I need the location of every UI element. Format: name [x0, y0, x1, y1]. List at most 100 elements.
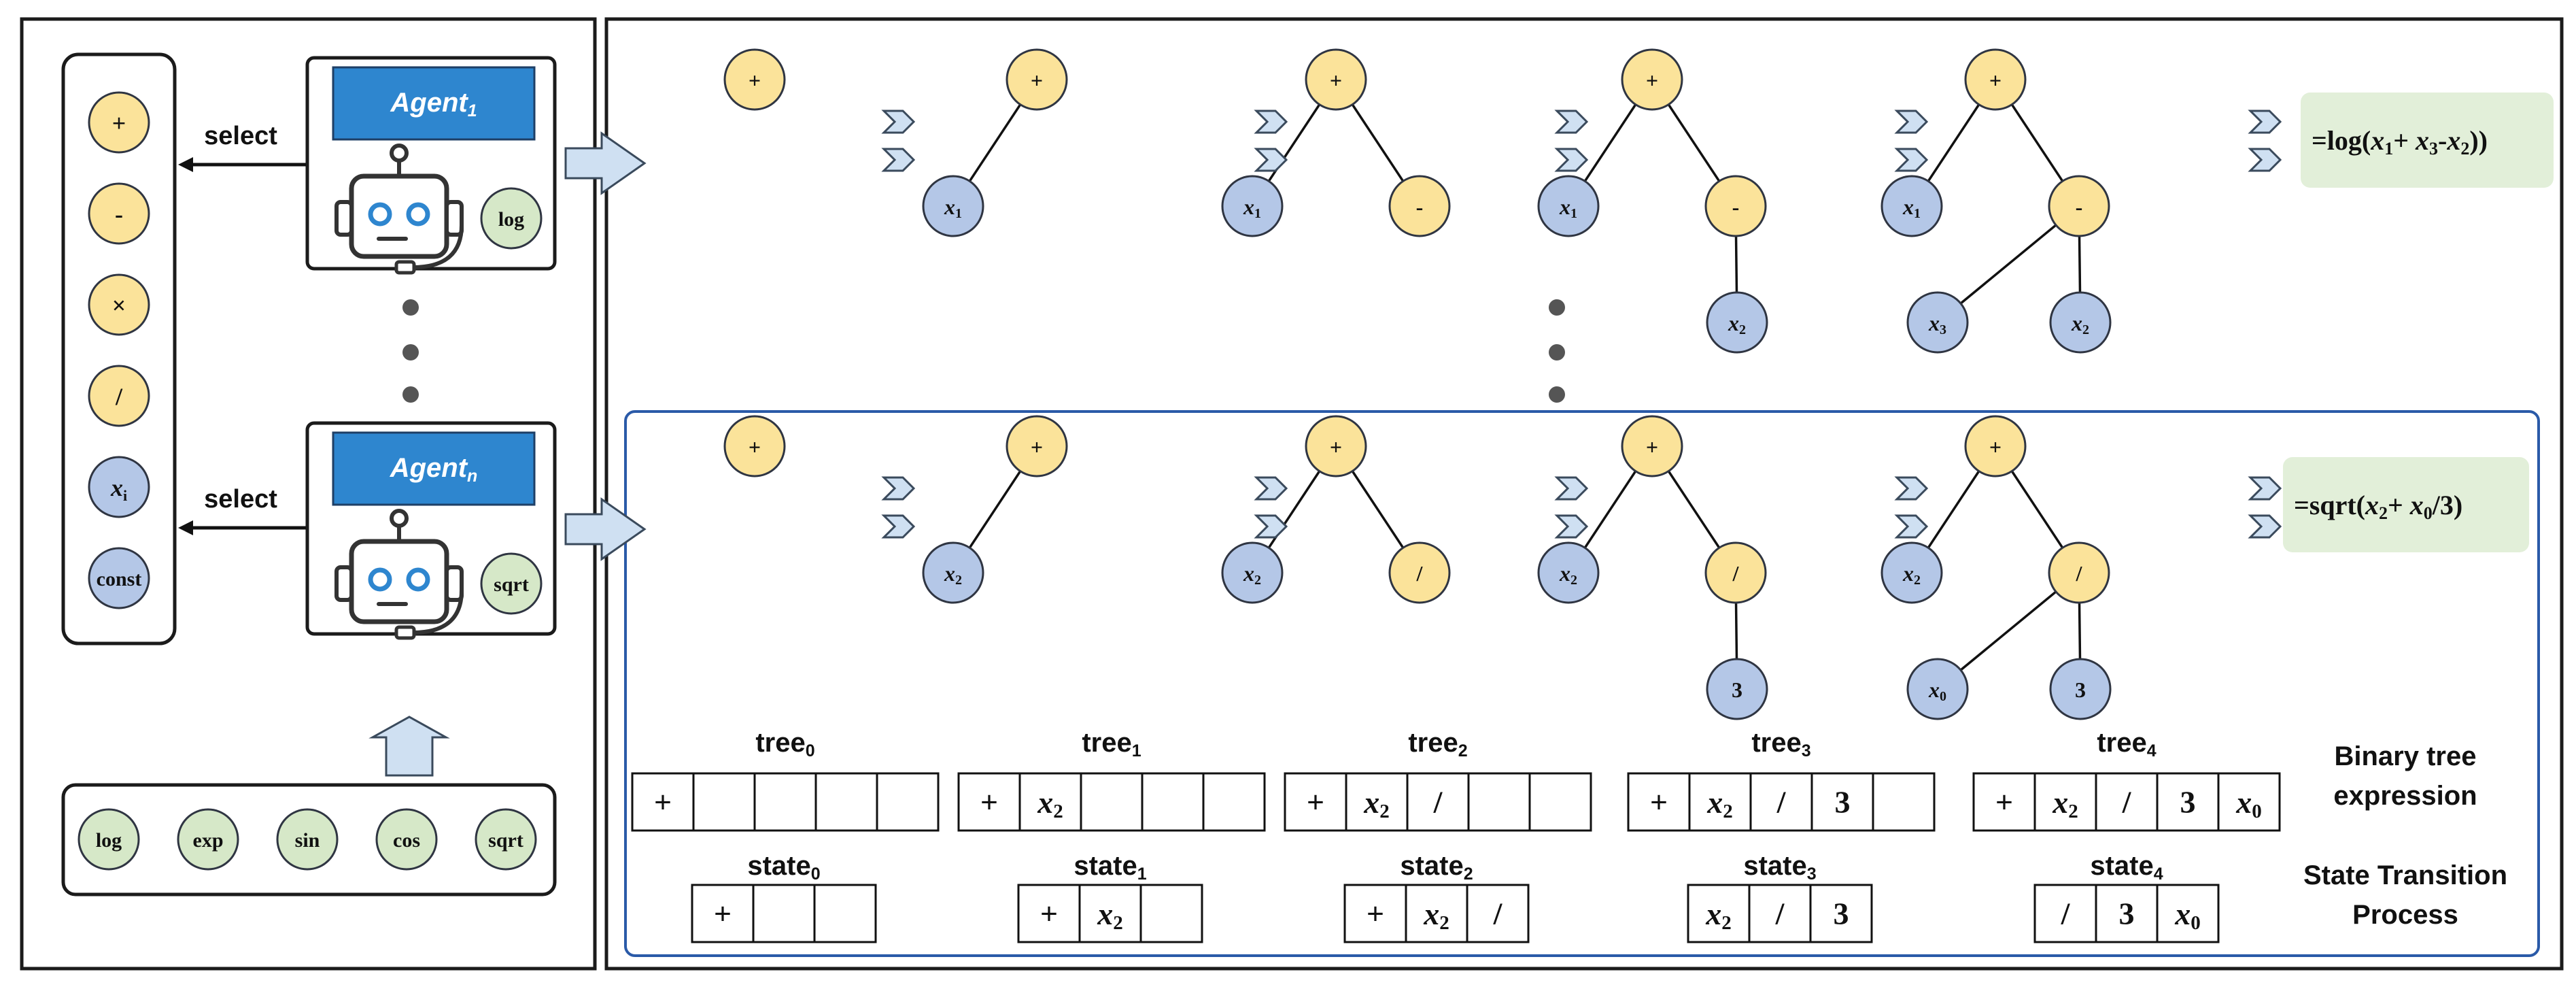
- tree-node-0-0-a: +: [723, 48, 786, 111]
- tree-node-0-2-c-circle: [1388, 175, 1451, 237]
- step-chevron-1-4-b: [2248, 514, 2282, 539]
- tree-node-1-4-c-label-main: /: [2076, 561, 2083, 586]
- tree-node-1-1-a-circle: [1006, 415, 1068, 477]
- tree-label-2-sub: 2: [1458, 741, 1468, 760]
- tree-cell-value-3-2: /: [1776, 785, 1787, 820]
- agent-function-1: sqrt: [480, 552, 543, 615]
- result-expression-token: )): [2469, 125, 2488, 156]
- tree-node-1-4-c-label: /: [2076, 561, 2083, 586]
- agent-title-0: Agent1: [390, 88, 477, 120]
- tree-node-0-1-b: x1: [922, 175, 984, 237]
- step-chevron-1-1-a: [1254, 476, 1288, 501]
- result-expression-token: 3: [2429, 139, 2438, 158]
- tree-node-1-2-a-label-main: +: [1330, 435, 1342, 459]
- robot-icon-1-eye-left: [368, 567, 392, 592]
- tree-node-1-3-b-label-sub: 2: [1570, 573, 1577, 588]
- tree-node-0-2-c-label: -: [1416, 195, 1424, 219]
- tree-node-1-4-d-label-sub: 0: [1940, 689, 1946, 704]
- tree-label-4: tree4: [2097, 728, 2156, 760]
- up-arrow: [368, 716, 450, 777]
- result-expression-token: 2: [2460, 139, 2469, 158]
- tree-node-1-4-a: +: [1964, 415, 2027, 477]
- state-label-1: state1: [1074, 851, 1146, 884]
- state-label-0-main: state: [747, 851, 810, 881]
- state-cell-value-1-1-sub: 2: [1113, 912, 1123, 934]
- tree-node-1-1-b-circle: [922, 541, 984, 604]
- binary-tree-expression-label-line-0: Binary tree: [2335, 741, 2477, 771]
- tree-cell-value-2-1: x2: [1363, 785, 1390, 823]
- state-label-2-main: state: [1400, 851, 1463, 881]
- state-cell-value-3-0: x2: [1705, 896, 1732, 935]
- state-cell-value-1-1: x2: [1097, 896, 1123, 935]
- tree-node-1-1-a-label-main: +: [1031, 435, 1043, 459]
- result-expression-token: 2: [2379, 503, 2388, 523]
- tree-node-1-4-b-label: x2: [1902, 561, 1921, 588]
- agent-function-1-label: sqrt: [494, 573, 529, 596]
- result-expression-token: 1: [2384, 139, 2393, 158]
- tree-cell-4-2: [2095, 772, 2159, 832]
- operator-node-3-circle: [88, 365, 150, 427]
- tree-node-0-0-a-label-main: +: [749, 68, 761, 93]
- result-expression-token: x: [2409, 490, 2424, 520]
- operator-node-1-circle: [88, 182, 150, 245]
- tree-node-0-2-a-label-main: +: [1330, 68, 1342, 93]
- tree-node-1-4-e-circle: [2049, 658, 2112, 720]
- result-expression-token: =log(: [2312, 125, 2371, 156]
- tree-cell-1-4: [1202, 772, 1266, 832]
- step-chevron-1-2-a: [1554, 476, 1589, 501]
- operator-node-4: xi: [88, 456, 150, 518]
- tree-node-1-2-c-label-main: /: [1416, 561, 1424, 586]
- state-transition-label-line-0: State Transition: [2303, 860, 2507, 890]
- tree-cell-3-0: [1627, 772, 1691, 832]
- agent-title-1-sub: n: [467, 467, 477, 486]
- tree-node-0-3-e-label-main: x: [1728, 311, 1739, 335]
- tree-node-1-4-b-circle: [1881, 541, 1943, 604]
- tree-node-0-2-b-label: x1: [1243, 195, 1261, 221]
- result-expression-token: /3): [2432, 490, 2462, 520]
- tree-node-1-2-b-circle: [1221, 541, 1284, 604]
- tree-node-1-4-b: x2: [1881, 541, 1943, 604]
- tree-node-0-1-a: +: [1006, 48, 1068, 111]
- tree-node-1-3-e-circle: [1706, 658, 1768, 720]
- tree-node-0-3-a: +: [1621, 48, 1683, 111]
- state-label-4-sub: 4: [2154, 865, 2163, 884]
- tree-node-0-1-b-circle: [922, 175, 984, 237]
- tree-label-3-main: tree: [1751, 728, 1801, 758]
- tree-node-0-2-c: -: [1388, 175, 1451, 237]
- state-cell-4-1: [2095, 884, 2159, 943]
- tree-label-3-sub: 3: [1802, 741, 1811, 760]
- result-expression-token: x: [2415, 125, 2429, 156]
- tree-node-1-3-c-circle: [1704, 541, 1767, 604]
- step-chevron-1-2-b: [1554, 514, 1589, 539]
- tree-node-0-3-a-label: +: [1646, 68, 1658, 93]
- result-expression-1: =sqrt(x2+ x0/3): [2294, 490, 2462, 523]
- state-label-1-main: state: [1074, 851, 1137, 881]
- tree-cell-2-0: [1284, 772, 1347, 832]
- state-cell-value-1-1-main: x: [1097, 896, 1113, 931]
- state-cell-value-4-0: /: [2061, 896, 2071, 931]
- tree-node-0-3-c: -: [1704, 175, 1767, 237]
- tree-node-1-2-b-label: x2: [1243, 561, 1261, 588]
- tree-node-0-3-c-label: -: [1732, 195, 1740, 219]
- tree-node-1-2-b: x2: [1221, 541, 1284, 604]
- tree-node-1-1-b-label-sub: 2: [955, 573, 962, 588]
- state-cell-4-0: [2033, 884, 2097, 943]
- state-cell-value-2-1: x2: [1423, 896, 1449, 935]
- tree-node-0-1-a-label-main: +: [1031, 68, 1043, 93]
- tree-node-1-1-b: x2: [922, 541, 984, 604]
- step-chevron-0-1-b: [1254, 148, 1288, 172]
- tree-cell-value-3-1-main: x: [1706, 785, 1723, 820]
- result-expression-token: x: [2370, 125, 2384, 156]
- state-cell-3-1: [1748, 884, 1812, 943]
- tree-node-1-3-e-label: 3: [1732, 677, 1742, 702]
- tree-node-1-2-c-label: /: [1416, 561, 1424, 586]
- robot-icon-0: [334, 144, 464, 275]
- tree-node-1-4-c-circle: [2048, 541, 2110, 604]
- tree-array-0: tree0+: [631, 728, 940, 832]
- row-ellipsis-dot-2: [1549, 386, 1565, 403]
- tree-node-0-3-e: x2: [1706, 291, 1768, 354]
- agent-header-0: [332, 66, 536, 141]
- tree-node-0-4-e-circle: [2049, 291, 2112, 354]
